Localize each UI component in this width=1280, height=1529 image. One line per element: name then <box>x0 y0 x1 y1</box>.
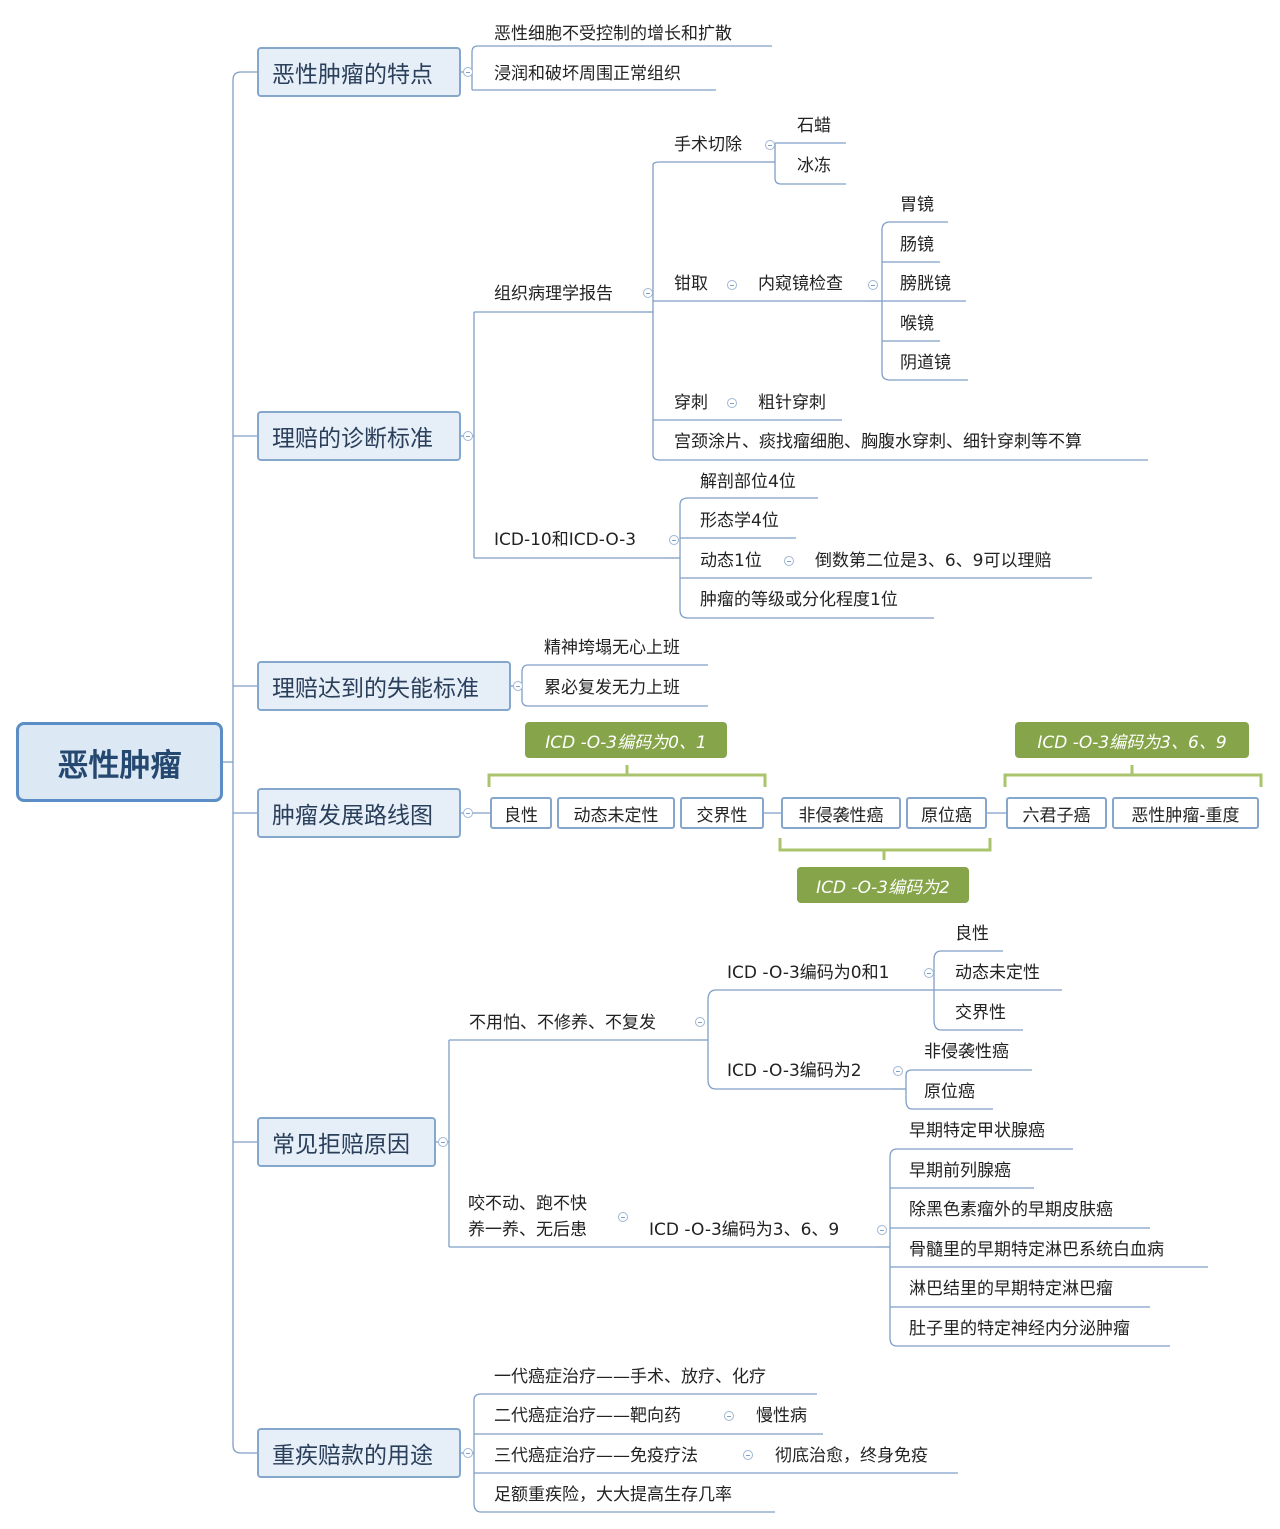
code369-item[interactable]: 早期前列腺癌 <box>908 1160 1012 1182</box>
not-counted-node[interactable]: 宫颈涂片、痰找瘤细胞、胸腹水穿刺、细针穿刺等不算 <box>673 431 1083 453</box>
collapse-marker[interactable] <box>643 288 653 298</box>
collapse-marker[interactable] <box>618 1212 628 1222</box>
usage-item[interactable]: 二代癌症治疗——靶向药 <box>493 1405 682 1427</box>
code369-item[interactable]: 骨髓里的早期特定淋巴系统白血病 <box>908 1239 1165 1261</box>
disability-item[interactable]: 累必复发无力上班 <box>543 677 681 699</box>
icd-item[interactable]: 肿瘤的等级或分化程度1位 <box>699 589 899 611</box>
code369-node[interactable]: ICD -O-3编码为3、6、9 <box>648 1219 841 1241</box>
code2-node[interactable]: ICD -O-3编码为2 <box>726 1060 863 1082</box>
puncture-node[interactable]: 穿刺 <box>673 392 709 414</box>
collapse-marker[interactable] <box>868 280 878 290</box>
collapse-marker[interactable] <box>463 1448 473 1458</box>
surgery-item[interactable]: 石蜡 <box>796 115 832 137</box>
stage-six-cancers[interactable]: 六君子癌 <box>1006 797 1107 829</box>
topic-features[interactable]: 恶性肿瘤的特点 <box>257 47 461 97</box>
topic-roadmap[interactable]: 肿瘤发展路线图 <box>257 788 461 838</box>
code01-item[interactable]: 动态未定性 <box>954 962 1041 984</box>
code2-item[interactable]: 非侵袭性癌 <box>923 1041 1010 1063</box>
usage-item[interactable]: 一代癌症治疗——手术、放疗、化疗 <box>493 1366 767 1388</box>
collapse-marker[interactable] <box>724 1411 734 1421</box>
collapse-marker[interactable] <box>924 968 934 978</box>
topic-usage[interactable]: 重疾赔款的用途 <box>257 1428 461 1478</box>
feature-item[interactable]: 恶性细胞不受控制的增长和扩散 <box>493 23 733 45</box>
stage-malignant-severe[interactable]: 恶性肿瘤-重度 <box>1112 797 1259 829</box>
dynamic-note[interactable]: 倒数第二位是3、6、9可以理赔 <box>814 550 1053 572</box>
code01-node[interactable]: ICD -O-3编码为0和1 <box>726 962 891 984</box>
usage-note[interactable]: 彻底治愈，终身免疫 <box>774 1445 929 1467</box>
stage-noninvasive[interactable]: 非侵袭性癌 <box>781 797 901 829</box>
collapse-marker[interactable] <box>669 535 679 545</box>
surgery-item[interactable]: 冰冻 <box>796 155 832 177</box>
surgery-node[interactable]: 手术切除 <box>673 134 743 156</box>
topic-rejection[interactable]: 常见拒赔原因 <box>257 1117 436 1167</box>
coarse-needle-node[interactable]: 粗针穿刺 <box>757 392 827 414</box>
endoscopy-item[interactable]: 胃镜 <box>899 194 935 216</box>
collapse-marker[interactable] <box>765 140 775 150</box>
label-icd-0-1: ICD -O-3编码为0、1 <box>525 722 727 758</box>
code369-item[interactable]: 肚子里的特定神经内分泌肿瘤 <box>908 1318 1131 1340</box>
feature-item[interactable]: 浸润和破坏周围正常组织 <box>493 63 682 85</box>
icd-node[interactable]: ICD-10和ICD-O-3 <box>493 529 638 551</box>
code2-item[interactable]: 原位癌 <box>923 1081 976 1103</box>
collapse-marker[interactable] <box>877 1225 887 1235</box>
collapse-marker[interactable] <box>438 1137 448 1147</box>
collapse-marker[interactable] <box>743 1450 753 1460</box>
code01-item[interactable]: 交界性 <box>954 1002 1007 1024</box>
collapse-marker[interactable] <box>727 398 737 408</box>
code369-item[interactable]: 除黑色素瘤外的早期皮肤癌 <box>908 1199 1114 1221</box>
endoscopy-node[interactable]: 内窥镜检查 <box>757 273 844 295</box>
icd-item[interactable]: 动态1位 <box>699 550 763 572</box>
root-topic[interactable]: 恶性肿瘤 <box>16 722 223 802</box>
label-icd-3-6-9: ICD -O-3编码为3、6、9 <box>1015 722 1249 758</box>
stage-benign[interactable]: 良性 <box>490 797 552 829</box>
collapse-marker[interactable] <box>893 1066 903 1076</box>
collapse-marker[interactable] <box>727 280 737 290</box>
collapse-marker[interactable] <box>784 556 794 566</box>
rejection-branch1[interactable]: 不用怕、不修养、不复发 <box>468 1012 657 1034</box>
label-icd-2: ICD -O-3编码为2 <box>797 867 969 903</box>
stage-in-situ[interactable]: 原位癌 <box>906 797 987 829</box>
stage-uncertain[interactable]: 动态未定性 <box>557 797 675 829</box>
icd-item[interactable]: 形态学4位 <box>699 510 780 532</box>
branch2-line2: 养一养、无后患 <box>468 1220 587 1240</box>
code369-item[interactable]: 早期特定甲状腺癌 <box>908 1120 1046 1142</box>
forceps-node[interactable]: 钳取 <box>673 273 709 295</box>
disability-item[interactable]: 精神垮塌无心上班 <box>543 637 681 659</box>
code01-item[interactable]: 良性 <box>954 923 990 945</box>
usage-item[interactable]: 足额重疾险，大大提高生存几率 <box>493 1484 733 1506</box>
usage-item[interactable]: 三代癌症治疗——免疫疗法 <box>493 1445 699 1467</box>
collapse-marker[interactable] <box>695 1017 705 1027</box>
collapse-marker[interactable] <box>463 808 473 818</box>
topic-disability[interactable]: 理赔达到的失能标准 <box>257 661 511 711</box>
endoscopy-item[interactable]: 膀胱镜 <box>899 273 952 295</box>
usage-note[interactable]: 慢性病 <box>755 1405 808 1427</box>
endoscopy-item[interactable]: 阴道镜 <box>899 352 952 374</box>
endoscopy-item[interactable]: 肠镜 <box>899 234 935 256</box>
branch2-line1: 咬不动、跑不快 <box>468 1194 587 1214</box>
stage-borderline[interactable]: 交界性 <box>680 797 764 829</box>
collapse-marker[interactable] <box>463 67 473 77</box>
endoscopy-item[interactable]: 喉镜 <box>899 313 935 335</box>
topic-diagnosis[interactable]: 理赔的诊断标准 <box>257 411 461 461</box>
pathology-report[interactable]: 组织病理学报告 <box>493 283 614 305</box>
collapse-marker[interactable] <box>463 431 473 441</box>
collapse-marker[interactable] <box>513 681 523 691</box>
icd-item[interactable]: 解剖部位4位 <box>699 471 797 493</box>
rejection-branch2[interactable]: 咬不动、跑不快 养一养、无后患 <box>468 1191 587 1243</box>
code369-item[interactable]: 淋巴结里的早期特定淋巴瘤 <box>908 1278 1114 1300</box>
